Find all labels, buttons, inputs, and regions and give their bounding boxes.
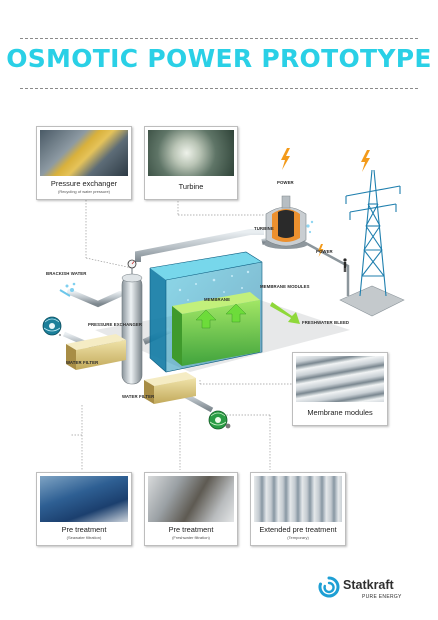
- high-pressure-pipe: [135, 229, 264, 262]
- card-label: Membrane modules: [307, 408, 373, 417]
- card-pressure-exchanger: Pressure exchanger (Recycling of water p…: [36, 126, 132, 200]
- label-freshwater-bleed: FRESHWATER BLEED: [302, 320, 350, 325]
- person-icon: [343, 258, 347, 272]
- brackish-water-pipe: [65, 282, 123, 308]
- card-label: Pressure exchanger: [50, 179, 118, 188]
- logo-tagline: PURE ENERGY: [362, 594, 402, 600]
- top-divider: [20, 38, 418, 39]
- card-label: Turbine: [178, 182, 204, 191]
- card-membrane-modules: Membrane modules: [292, 352, 388, 426]
- card-sublabel: (Recycling of water pressure): [57, 189, 111, 194]
- card-turbine: Turbine: [144, 126, 238, 200]
- photo-pretreatment-freshwater: [148, 476, 234, 522]
- photo-membrane-modules: [296, 356, 384, 402]
- card-sublabel: (Freshwater filtration): [172, 535, 210, 540]
- card-label: Pre treatment: [168, 525, 214, 534]
- freshwater-bleed-arrow: [270, 302, 300, 324]
- turbine-unit: [264, 195, 314, 249]
- card-pretreatment-seawater: Pre treatment (Seawater filtration): [36, 472, 132, 546]
- seawater-pump-icon: [42, 316, 62, 336]
- card-label: Extended pre treatment: [259, 525, 337, 534]
- photo-extended-pretreatment: [254, 476, 342, 522]
- statkraft-logo-mark: [318, 576, 340, 598]
- logo-name: Statkraft: [343, 578, 394, 592]
- label-brackish-water: BRACKISH WATER: [46, 271, 87, 276]
- label-turbine: TURBINE: [254, 226, 274, 231]
- card-label: Pre treatment: [61, 525, 107, 534]
- leader-lines: [70, 198, 292, 470]
- seawater-filter: [66, 334, 126, 370]
- photo-pressure-exchanger: [40, 130, 128, 176]
- card-sublabel: (Temporary): [287, 535, 309, 540]
- card-pretreatment-freshwater: Pre treatment (Freshwater filtration): [144, 472, 238, 546]
- freshwater-filter: [144, 372, 196, 404]
- label-membrane: MEMBRANE: [204, 297, 231, 302]
- brackish-outflow: [59, 289, 71, 297]
- photo-pretreatment-seawater: [40, 476, 128, 522]
- title-divider: [20, 88, 418, 89]
- card-sublabel: (Seawater filtration): [66, 535, 102, 540]
- photo-turbine: [148, 130, 234, 176]
- label-water-filter-left: WATER FILTER: [66, 360, 99, 365]
- lightning-icon: [281, 148, 370, 257]
- poster-title: OSMOTIC POWER PROTOTYPE: [6, 44, 432, 73]
- freshwater-pump-icon: [208, 410, 231, 430]
- label-water-filter-bottom: WATER FILTER: [122, 394, 155, 399]
- label-power-line: POWER: [316, 249, 333, 254]
- membrane-tank: [149, 251, 263, 373]
- power-pylon-icon: [339, 169, 405, 317]
- card-extended-pretreatment: Extended pre treatment (Temporary): [250, 472, 346, 546]
- label-membrane-modules: MEMBRANE MODULES: [260, 284, 310, 289]
- label-pressure-exchanger: PRESSURE EXCHANGER: [88, 322, 143, 327]
- label-power-top: POWER: [277, 180, 294, 185]
- power-cable: [299, 238, 350, 296]
- pressure-exchanger-vessel: [121, 259, 143, 385]
